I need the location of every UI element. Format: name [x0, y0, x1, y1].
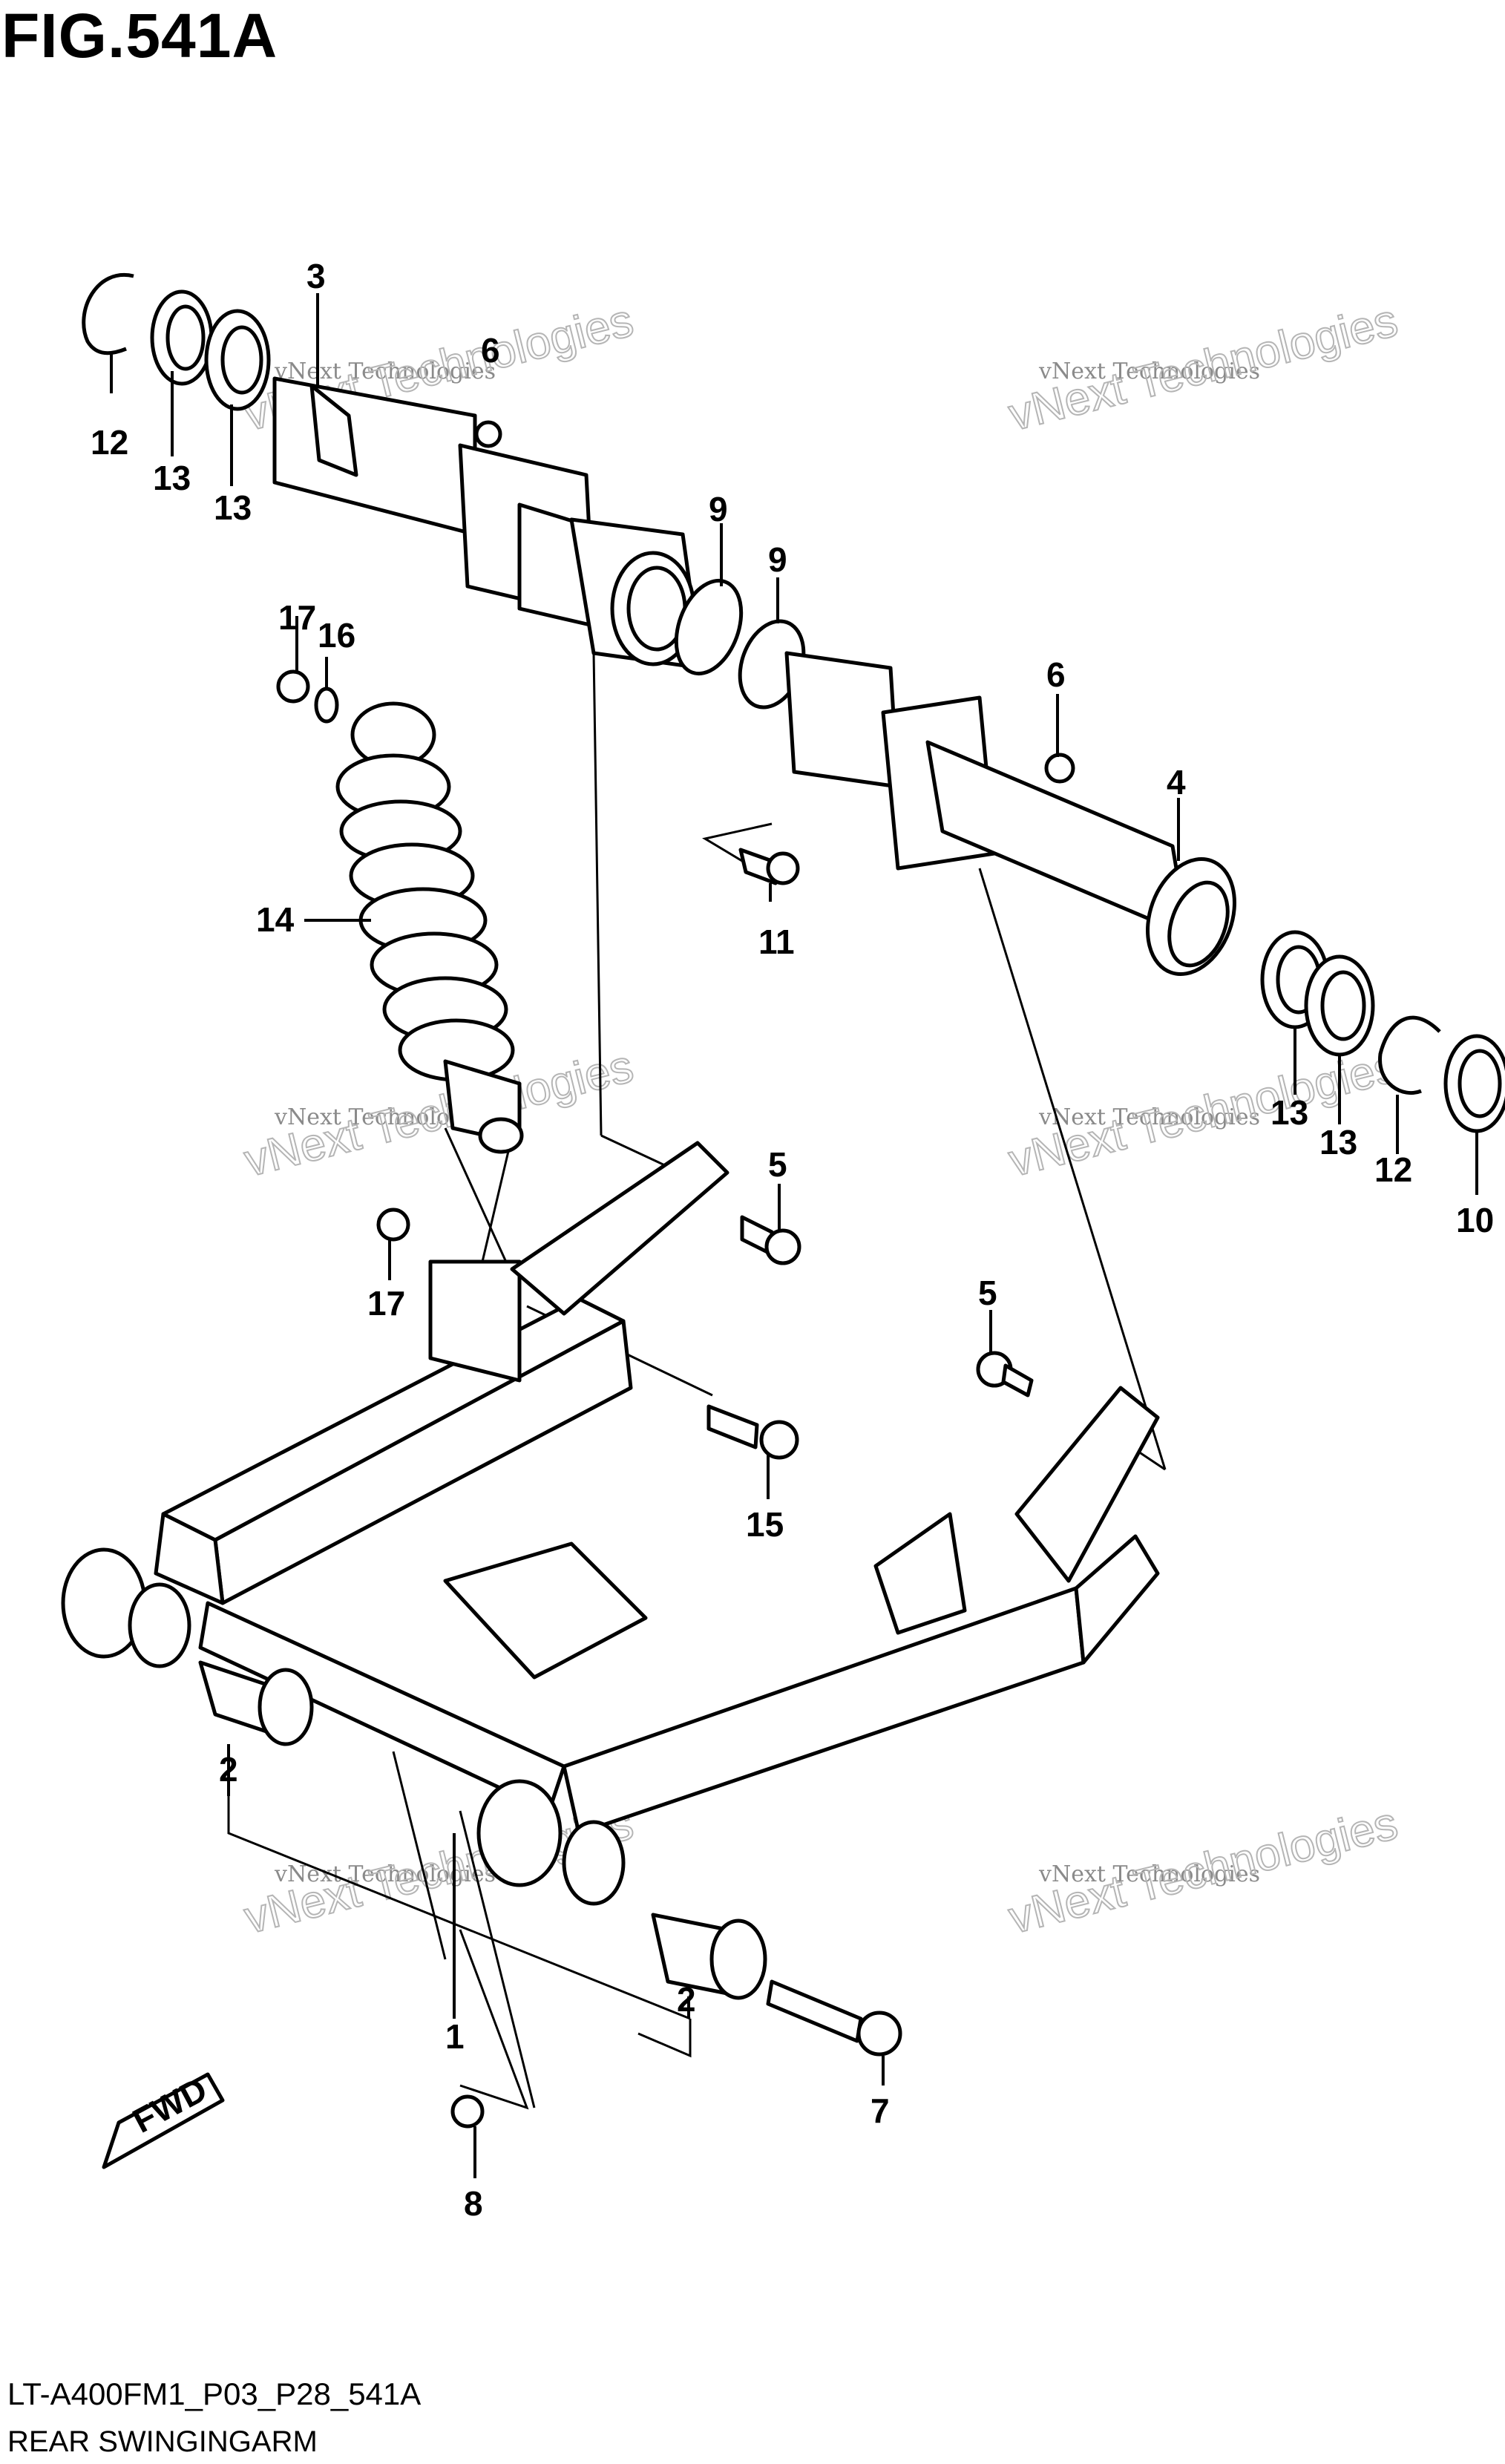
nut-part-8[interactable] — [450, 2094, 485, 2129]
callout-2-right: 2 — [677, 1980, 696, 2019]
callout-2-left: 2 — [219, 1750, 238, 1789]
bushing-part-2-right[interactable] — [651, 1913, 767, 2000]
bolt-part-7[interactable] — [766, 1979, 902, 2057]
shock-absorber-part-14[interactable] — [335, 701, 524, 1154]
callout-13-right-a: 13 — [1270, 1093, 1308, 1132]
bolt-part-11[interactable] — [738, 848, 800, 885]
callout-12-left: 12 — [91, 423, 128, 462]
bolt-part-5-right[interactable] — [976, 1351, 1034, 1398]
figure-title: FIG.541A — [1, 1, 278, 71]
svg-text:vNext Technologies: vNext Technologies — [1038, 358, 1260, 384]
callout-6-right: 6 — [1046, 655, 1066, 694]
nut-part-6-top[interactable] — [474, 420, 502, 448]
callout-11: 11 — [758, 923, 795, 961]
svg-text:vNext Technologies: vNext Technologies — [1038, 1104, 1260, 1130]
watermark-bottom-right: vNext Technologies vNext Technologies — [1003, 1797, 1403, 1944]
nut-part-17-bottom[interactable] — [376, 1208, 410, 1242]
callout-9-right: 9 — [768, 540, 787, 579]
callout-13-left-b: 13 — [214, 488, 252, 527]
callout-15: 15 — [746, 1505, 784, 1544]
watermark-top-right: vNext Technologies vNext Technologies — [1003, 294, 1403, 442]
svg-text:vNext Technologies: vNext Technologies — [1038, 1861, 1260, 1887]
callout-13-left-a: 13 — [153, 459, 191, 497]
o-ring-part-9-left[interactable] — [664, 571, 753, 683]
bolt-part-15[interactable] — [706, 1404, 799, 1460]
circlip-part-12-left[interactable] — [82, 272, 134, 355]
bearing-part-13-left-b[interactable] — [204, 309, 271, 411]
callout-3: 3 — [306, 257, 326, 295]
callout-1: 1 — [445, 2017, 465, 2056]
callout-12-right: 12 — [1374, 1150, 1412, 1189]
callout-numbers: 3 12 13 13 6 9 9 17 16 6 4 14 11 13 13 1… — [91, 257, 1494, 2223]
callout-16: 16 — [318, 616, 355, 655]
bearing-part-13-right-b[interactable] — [1304, 954, 1375, 1057]
svg-text:vNext Technologies: vNext Technologies — [274, 358, 496, 384]
callout-17-top: 17 — [278, 598, 316, 637]
bushing-part-2-left[interactable] — [198, 1660, 314, 1746]
bolt-part-5-top[interactable] — [740, 1215, 801, 1265]
circlip-part-12-right[interactable] — [1378, 1015, 1441, 1095]
callout-17-bottom: 17 — [367, 1284, 405, 1323]
callout-8: 8 — [464, 2184, 483, 2223]
seal-part-10[interactable] — [1443, 1034, 1505, 1133]
callout-5-right: 5 — [978, 1274, 997, 1312]
callout-6-top: 6 — [481, 331, 500, 370]
fwd-arrow-icon: FWD — [102, 2070, 225, 2169]
oil-seal-part-13-left-a[interactable] — [150, 289, 214, 386]
callout-10: 10 — [1456, 1201, 1494, 1239]
swingarm-part-1[interactable] — [61, 1141, 1160, 1906]
callout-leaders — [110, 293, 1478, 2178]
callout-14: 14 — [256, 900, 295, 939]
nut-part-6-right[interactable] — [1044, 753, 1075, 784]
callout-13-right-b: 13 — [1319, 1123, 1357, 1161]
callout-9-left: 9 — [709, 490, 728, 528]
washer-part-16[interactable] — [314, 687, 339, 724]
figure-code: LT-A400FM1_P03_P28_541A — [7, 2376, 422, 2411]
pivot-tube-part-4[interactable] — [784, 651, 1250, 986]
nut-part-17-top[interactable] — [276, 669, 310, 704]
figure-name: REAR SWINGINGARM — [7, 2425, 318, 2458]
callout-7: 7 — [870, 2091, 890, 2130]
callout-4: 4 — [1167, 763, 1186, 802]
callout-5-top: 5 — [768, 1145, 787, 1184]
watermark-mid-right: vNext Technologies vNext Technologies — [1003, 1040, 1403, 1187]
pivot-tube-part-3[interactable] — [272, 376, 704, 670]
